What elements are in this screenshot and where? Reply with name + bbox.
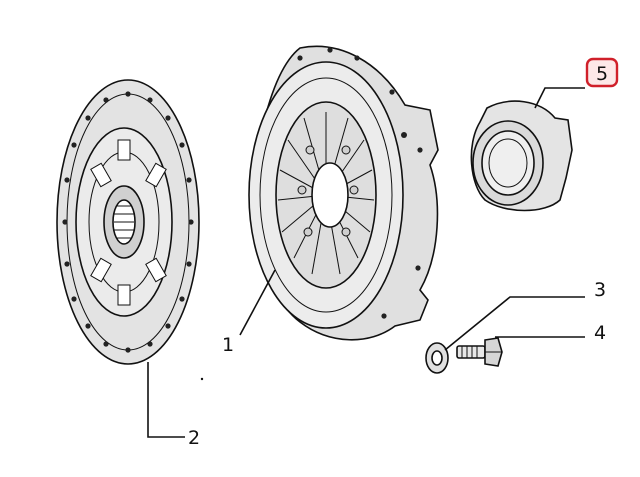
pressure-plate[interactable] xyxy=(248,45,439,341)
callout-5: 5 xyxy=(596,63,608,85)
release-bearing[interactable] xyxy=(470,100,573,212)
callout-1: 1 xyxy=(222,334,234,356)
washer[interactable] xyxy=(425,342,449,374)
callout-5-highlight: 5 xyxy=(585,57,619,88)
clutch-disc[interactable] xyxy=(56,79,200,365)
callout-2: 2 xyxy=(188,427,200,449)
bolt[interactable] xyxy=(456,337,503,367)
callout-3: 3 xyxy=(594,279,606,301)
leader-lines xyxy=(147,87,585,438)
callout-4: 4 xyxy=(594,322,606,344)
stray-mark xyxy=(200,377,204,381)
